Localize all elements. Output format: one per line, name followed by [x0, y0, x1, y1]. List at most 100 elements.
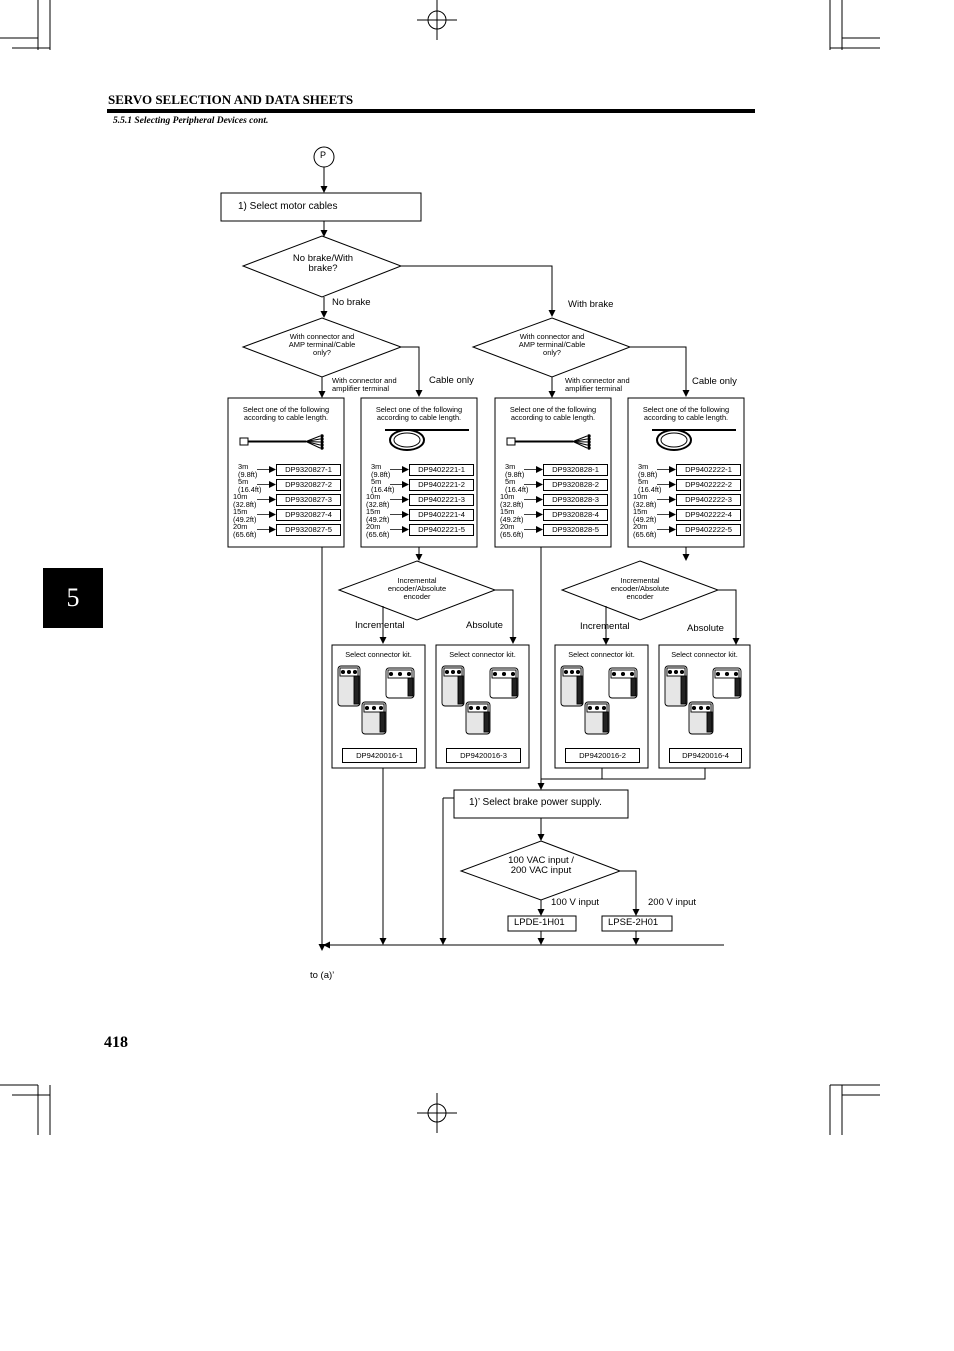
cable-length-feet: (32.8ft): [366, 499, 390, 509]
decision-voltage-line1: 100 VAC input /: [508, 855, 574, 866]
cable-length-label: 15m(49.2ft): [633, 508, 656, 524]
section-header: SERVO SELECTION AND DATA SHEETS: [108, 92, 354, 107]
connector-kit-icon: [441, 665, 519, 735]
label-with-brake: With brake: [568, 299, 614, 310]
decision-terminal-left-text: With connector and AMP terminal/Cable on…: [272, 333, 372, 357]
decision-terminal-left-line3: only?: [313, 347, 331, 357]
cable-length-value: 5m: [371, 477, 382, 486]
decision-terminal-right-text: With connector and AMP terminal/Cable on…: [502, 333, 602, 357]
cable-length-value: 10m: [233, 492, 248, 501]
cable-instruction-line: according to cable length.: [510, 412, 596, 422]
cable-length-feet: (16.4ft): [505, 484, 529, 494]
label-incremental-left: Incremental: [355, 620, 405, 631]
connector-kit-icon: [337, 665, 415, 735]
step1b-label: 1)’ Select brake power supply.: [469, 797, 602, 808]
kit-instruction: Select connector kit.: [671, 650, 738, 659]
cable-length-label: 3m(9.8ft): [371, 463, 390, 479]
part-number-box: DP9320827-5: [276, 524, 341, 536]
power-supply-2: LPSE-2H01: [608, 917, 659, 928]
cable-length-label: 10m(32.8ft): [233, 493, 256, 509]
connector-kit-icon: [664, 665, 742, 735]
cable-length-value: 15m: [233, 507, 248, 516]
part-number-box: DP9402221-5: [409, 524, 474, 536]
cable-length-label: 5m(16.4ft): [238, 478, 261, 494]
part-number-box: DP9402221-1: [409, 464, 474, 476]
part-number-box: DP9320827-2: [276, 479, 341, 491]
power-supply-box-2: [601, 915, 673, 932]
cable-length-label: 10m(32.8ft): [500, 493, 523, 509]
cable-length-label: 5m(16.4ft): [505, 478, 528, 494]
label-amp-left-line1: With connector and: [332, 376, 397, 385]
label-cable-only-left: Cable only: [429, 375, 474, 386]
decision-encoder-right-line2: encoder/Absolute: [610, 583, 670, 593]
cable-length-label: 10m(32.8ft): [633, 493, 656, 509]
cable-length-feet: (65.6ft): [233, 529, 257, 539]
part-number-box: DP9402222-5: [676, 524, 741, 536]
part-number-box: DP9320828-5: [543, 524, 608, 536]
decision-encoder-right-line1: Incremental: [620, 576, 660, 585]
coiled-cable-icon: [652, 429, 736, 451]
kit-instruction: Select connector kit.: [568, 650, 635, 659]
cable-length-feet: (32.8ft): [500, 499, 524, 509]
cable-length-value: 3m: [638, 462, 649, 471]
cable-length-feet: (49.2ft): [500, 514, 524, 524]
cable-length-value: 5m: [505, 477, 516, 486]
decision-encoder-right: [560, 560, 720, 621]
cable-length-value: 20m: [233, 522, 248, 531]
power-supply-box-1: [507, 915, 577, 932]
cable-length-value: 5m: [238, 477, 249, 486]
decision-encoder-left-text: Incremental encoder/Absolute encoder: [369, 577, 465, 601]
cable-length-value: 10m: [633, 492, 648, 501]
decision-brake-text: No brake/With brake?: [268, 254, 378, 274]
cable-length-value: 15m: [500, 507, 515, 516]
kit-part-number: DP9420016-4: [669, 748, 742, 763]
connector-kit-icon: [560, 665, 638, 735]
decision-terminal-left-line1: With connector and: [289, 332, 355, 341]
end-label-to-a: to (a)’: [310, 970, 335, 981]
kit-part-number: DP9420016-1: [342, 748, 417, 763]
part-number-box: DP9320827-4: [276, 509, 341, 521]
label-amp-right-line1: With connector and: [565, 376, 630, 385]
decision-terminal-right-line2: AMP terminal/Cable: [518, 339, 586, 349]
cable-length-feet: (32.8ft): [633, 499, 657, 509]
cable-length-value: 5m: [638, 477, 649, 486]
part-number-box: DP9320828-4: [543, 509, 608, 521]
connector-cable-icon: [506, 434, 591, 450]
cable-length-value: 15m: [633, 507, 648, 516]
header-rule: [107, 109, 755, 113]
part-number-box: DP9320828-1: [543, 464, 608, 476]
decision-encoder-left-line3: encoder: [403, 591, 431, 601]
cable-length-feet: (65.6ft): [500, 529, 524, 539]
cable-length-label: 15m(49.2ft): [233, 508, 256, 524]
label-absolute-left: Absolute: [466, 620, 503, 631]
cable-length-value: 20m: [500, 522, 515, 531]
part-number-box: DP9320828-3: [543, 494, 608, 506]
label-amp-right-line2: amplifier terminal: [565, 383, 623, 393]
start-connector-label: P: [320, 150, 327, 160]
step-select-motor-cables: [220, 192, 422, 222]
part-number-box: DP9402221-3: [409, 494, 474, 506]
cable-instruction-line: Select one of the following: [642, 405, 730, 414]
cable-length-label: 20m(65.6ft): [233, 523, 256, 539]
label-no-brake: No brake: [332, 297, 371, 308]
part-number-box: DP9402222-3: [676, 494, 741, 506]
cable-instruction-line: according to cable length.: [376, 412, 462, 422]
cable-length-value: 20m: [633, 522, 648, 531]
coiled-cable-icon: [385, 429, 469, 451]
part-number-box: DP9402222-2: [676, 479, 741, 491]
decision-voltage-line2: 200 VAC input: [510, 864, 572, 876]
cable-length-feet: (16.4ft): [238, 484, 262, 494]
cable-length-feet: (32.8ft): [233, 499, 257, 509]
cable-length-feet: (9.8ft): [371, 469, 391, 479]
cable-length-value: 3m: [371, 462, 382, 471]
label-amp-left-line2: amplifier terminal: [332, 383, 390, 393]
label-incremental-right: Incremental: [580, 621, 630, 632]
crop-marks: [0, 0, 880, 1135]
part-number-box: DP9320828-2: [543, 479, 608, 491]
decision-encoder-right-text: Incremental encoder/Absolute encoder: [592, 577, 688, 601]
kit-part-number: DP9420016-3: [446, 748, 521, 763]
